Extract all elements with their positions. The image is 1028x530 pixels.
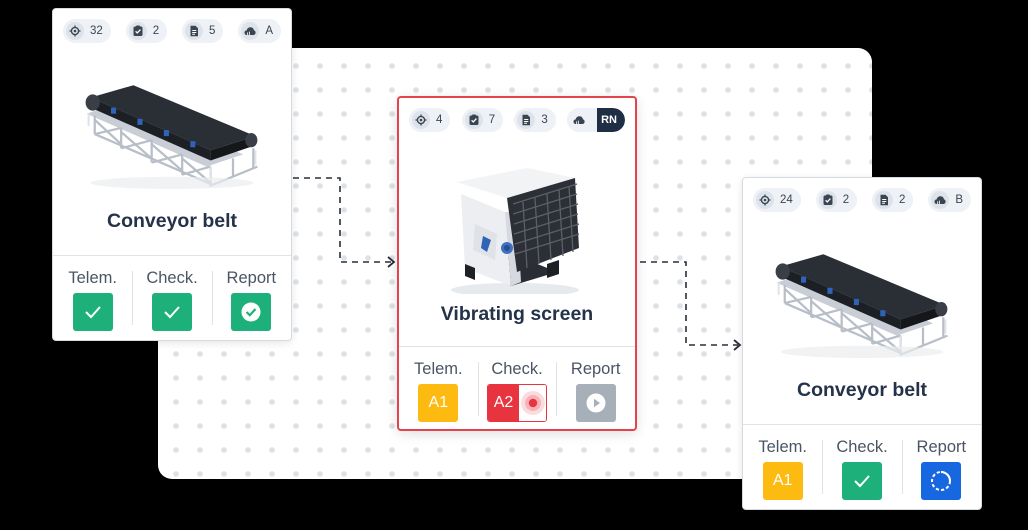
checklist-status: Check. [822, 430, 901, 500]
condition-chip: A [238, 19, 281, 43]
checklist-icon [818, 191, 837, 209]
checklists-chip: 2 [125, 19, 168, 43]
telemetry-status: Telem. [53, 261, 132, 331]
checklist-label: Check. [146, 269, 198, 287]
spinner-icon [931, 471, 952, 491]
card-metrics: 32 2 5 A [63, 19, 281, 43]
checklist-ok-button[interactable] [841, 462, 882, 500]
checklist-ok-button[interactable] [151, 293, 192, 331]
documents-chip: 5 [182, 19, 224, 43]
divider [399, 346, 635, 347]
checklists-count: 7 [488, 114, 496, 126]
document-icon [185, 22, 204, 40]
checklist-label: Check. [491, 360, 543, 378]
cloud-icon [931, 191, 950, 209]
check-icon [84, 306, 101, 319]
condition-grade: RN [597, 108, 625, 132]
check-circle-icon [241, 302, 261, 322]
equipment-card-conveyor-belt-1[interactable]: 32 2 5 A Conveyor belt Telem. Check. [52, 8, 292, 341]
report-label: Report [570, 360, 621, 378]
checklists-chip: 2 [815, 188, 858, 212]
check-icon [854, 475, 870, 488]
telemetry-ok-button[interactable] [72, 293, 113, 331]
points-count: 24 [780, 194, 793, 206]
points-chip: 32 [63, 19, 111, 43]
points-count: 4 [436, 114, 443, 126]
condition-grade: B [955, 194, 963, 206]
arrow-head-1 [387, 256, 396, 268]
status-row: Telem. A1 Check. Report [743, 430, 981, 500]
documents-count: 5 [209, 25, 216, 37]
checklists-count: 2 [152, 25, 160, 37]
card-metrics: 4 7 3 RN [409, 108, 625, 132]
telemetry-label: Telem. [758, 438, 807, 456]
equipment-title: Conveyor belt [106, 210, 238, 232]
status-row: Telem. A1 Check. A2 Report [399, 352, 635, 422]
report-label: Report [226, 269, 277, 287]
equipment-title: Vibrating screen [440, 303, 594, 325]
checklist-status: Check. A2 [477, 352, 557, 422]
arrow-head-2 [733, 339, 742, 351]
target-icon [412, 111, 430, 129]
report-label: Report [916, 438, 967, 456]
documents-count: 3 [541, 114, 548, 126]
condition-chip: RN [567, 108, 625, 132]
card-metrics: 24 2 2 B [753, 188, 971, 212]
report-status: Report [556, 352, 635, 422]
check-icon [164, 306, 180, 319]
telemetry-label: Telem. [414, 360, 463, 378]
checklist-icon [128, 22, 147, 40]
divider [53, 255, 291, 256]
status-row: Telem. Check. Report [53, 261, 291, 331]
checklist-label: Check. [836, 438, 888, 456]
checklist-icon [464, 111, 483, 129]
equipment-title: Conveyor belt [796, 379, 928, 401]
connector-2 [640, 261, 738, 346]
checklists-count: 2 [842, 194, 850, 206]
points-count: 32 [90, 25, 103, 37]
report-done-button[interactable] [231, 293, 272, 331]
documents-chip: 3 [514, 108, 556, 132]
cloud-icon [241, 22, 260, 40]
report-play-button[interactable] [575, 384, 616, 422]
checklist-status: Check. [132, 261, 211, 331]
points-chip: 24 [753, 188, 801, 212]
recording-icon [519, 385, 546, 421]
vibrating-screen-image [399, 168, 635, 294]
divider [743, 424, 981, 425]
report-in-progress-button[interactable] [921, 462, 962, 500]
equipment-card-conveyor-belt-2[interactable]: 24 2 2 B Conveyor belt Telem. A1 Check. [742, 177, 982, 510]
telemetry-status: Telem. A1 [399, 352, 478, 422]
checklist-alert-button[interactable]: A2 [487, 384, 547, 422]
connector-lines [293, 177, 742, 351]
telemetry-label: Telem. [68, 269, 117, 287]
documents-chip: 2 [872, 188, 914, 212]
target-icon [756, 191, 774, 209]
report-status: Report [901, 430, 981, 500]
document-icon [875, 191, 894, 209]
points-chip: 4 [409, 108, 451, 132]
cloud-icon [567, 108, 592, 132]
conveyor-belt-image [743, 238, 981, 360]
documents-count: 2 [899, 194, 906, 206]
equipment-card-vibrating-screen[interactable]: 4 7 3 RN Vibrating screen Telem. A1 Chec… [397, 96, 637, 431]
conveyor-belt-image [53, 69, 291, 191]
condition-grade: A [265, 25, 273, 37]
telemetry-alert-button[interactable]: A1 [418, 384, 459, 422]
checklists-chip: 7 [461, 108, 504, 132]
telemetry-status: Telem. A1 [743, 430, 822, 500]
play-icon [586, 393, 606, 413]
connector-1 [293, 177, 394, 263]
condition-chip: B [928, 188, 971, 212]
target-icon [66, 22, 84, 40]
report-status: Report [211, 261, 291, 331]
checklist-alert-code: A2 [488, 385, 519, 421]
telemetry-alert-button[interactable]: A1 [762, 462, 803, 500]
document-icon [517, 111, 536, 129]
